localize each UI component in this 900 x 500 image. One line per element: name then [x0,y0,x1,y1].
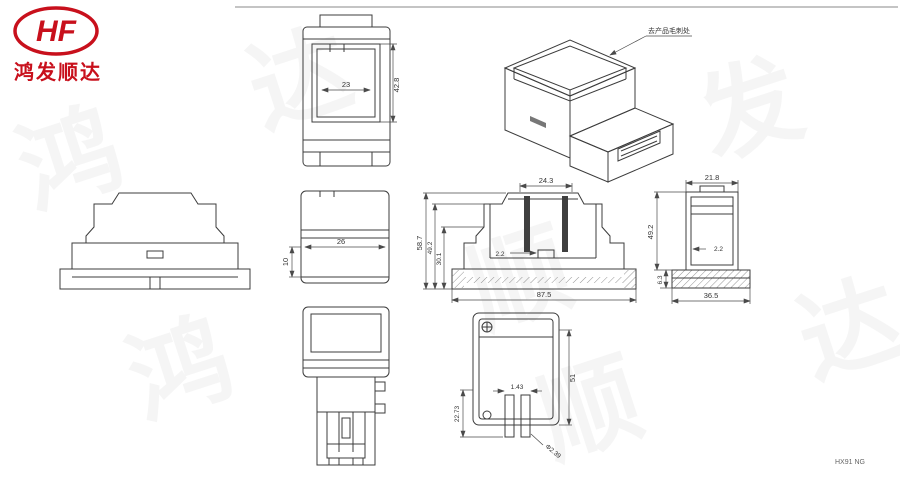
dim-bottom-hole-dia: Φ2.39 [544,443,562,460]
dim-section-mid-height: 49.2 [427,241,434,254]
dim-frontview-width: 26 [337,237,345,246]
dim-bottom-height: 51 [568,374,577,382]
dim-side-foot: 6.3 [657,275,664,284]
view-section-side [671,185,751,289]
dim-section-total-width: 87.5 [537,290,552,299]
view-top-plan-dims [321,43,397,123]
view-profile-left [59,192,251,290]
dim-section-inner-height: 30.1 [436,252,443,265]
view-bottom-dims [460,329,572,446]
view-front-small-dims [289,244,386,278]
dim-bottom-slot-gap: 1.43 [511,384,524,391]
dim-side-top-width: 21.8 [705,173,720,182]
iso-note-label: 去产品毛刺处 [648,26,690,35]
view-bottom [472,312,560,438]
view-top-plan [302,14,391,167]
dim-section-total-height: 58.7 [415,236,424,251]
logo-text: HF [36,15,77,48]
company-name: 鸿发顺达 [14,60,102,84]
view-isometric [503,39,675,183]
view-section-front [451,192,637,290]
dim-topview-height: 42.8 [392,78,401,93]
dim-side-height: 49.2 [646,225,655,240]
view-section-front-dims [423,183,637,303]
dim-frontview-height: 10 [281,258,290,266]
dim-side-wall: 2.2 [714,246,723,253]
view-front-small [300,190,390,284]
logo-oval [13,6,99,56]
dim-section-wall: 2.2 [495,251,504,258]
view-rear-clip [302,306,390,466]
dim-section-top-width: 24.3 [539,176,554,185]
iso-note-leader [609,35,692,56]
dim-topview-width: 23 [342,80,350,89]
view-section-side-dims [654,180,751,304]
dim-side-width: 36.5 [704,291,719,300]
company-logo: HF 鸿发顺达 [13,6,102,84]
sheet-code: HX91 NG [835,459,865,466]
dim-bottom-lower-height: 22.73 [454,405,461,422]
